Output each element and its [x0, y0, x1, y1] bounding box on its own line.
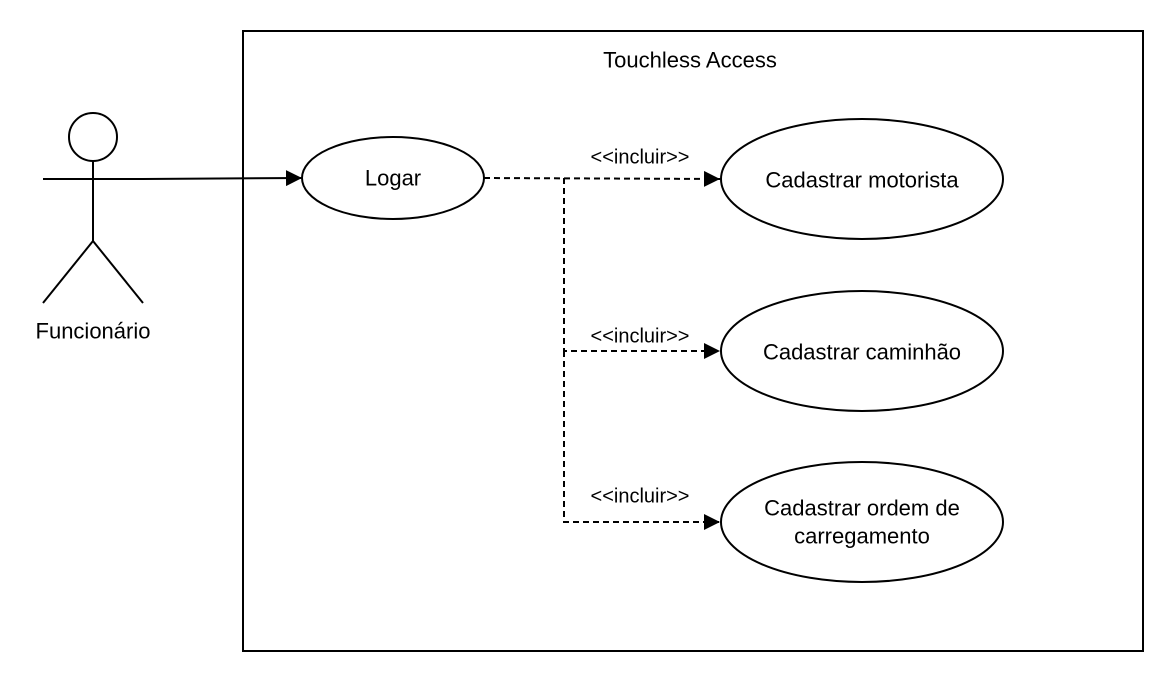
- include-label-order: <<incluir>>: [590, 485, 690, 508]
- actor-right-leg: [92, 240, 144, 304]
- include-edge-order: [563, 351, 720, 530]
- system-title: Touchless Access: [603, 47, 777, 73]
- association-actor-login: [142, 170, 303, 187]
- include-label-driver: <<incluir>>: [590, 146, 690, 169]
- actor-head: [68, 112, 118, 162]
- use-case-login-label: Logar: [364, 165, 422, 191]
- use-case-order: [720, 461, 1004, 583]
- include-label-truck: <<incluir>>: [590, 325, 690, 348]
- system-boundary: [242, 30, 1144, 652]
- use-case-driver-label: Cadastrar motorista: [765, 167, 959, 193]
- actor-figure: [42, 112, 144, 304]
- use-case-truck: [720, 290, 1004, 412]
- use-case-driver: [720, 118, 1004, 240]
- use-case-order-label: Cadastrar ordem de carregamento: [764, 495, 960, 549]
- actor-label: Funcionário: [35, 318, 151, 344]
- use-case-truck-label: Cadastrar caminhão: [762, 339, 962, 365]
- actor-left-leg: [42, 240, 94, 304]
